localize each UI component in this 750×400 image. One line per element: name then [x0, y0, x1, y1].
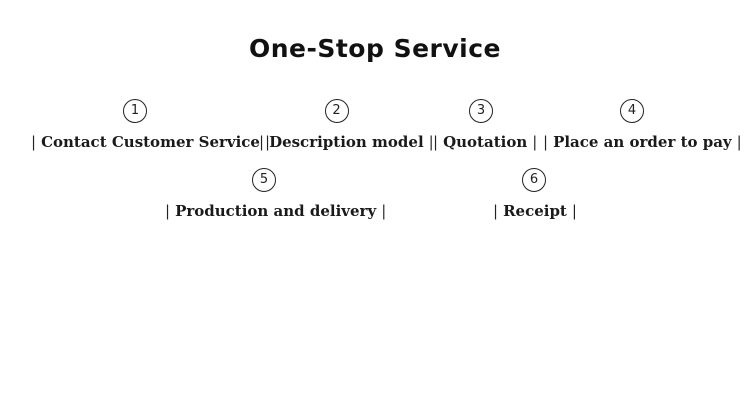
- separator: |: [736, 133, 742, 151]
- step-label-text: Production and delivery: [175, 202, 377, 220]
- step-number-badge: 5: [252, 168, 276, 192]
- step-place-order-to-pay[interactable]: 4 |Place an order to pay|: [538, 99, 742, 151]
- step-label: |Production and delivery|: [160, 202, 386, 220]
- step-label: |Description model|: [254, 133, 434, 151]
- separator: |: [493, 202, 499, 220]
- separator: |: [259, 133, 265, 151]
- step-label-text: Quotation: [443, 133, 528, 151]
- separator: |: [433, 133, 439, 151]
- step-label: |Receipt|: [488, 202, 580, 220]
- step-number-badge: 2: [324, 99, 349, 123]
- step-number-badge: 6: [522, 168, 546, 192]
- separator: |: [264, 133, 271, 151]
- step-contact-customer-service[interactable]: 1 |Contact Customer Service|: [26, 99, 270, 151]
- separator: |: [31, 133, 37, 151]
- step-receipt[interactable]: 6 |Receipt|: [488, 168, 580, 220]
- step-label: |Place an order to pay|: [538, 133, 742, 151]
- separator: |: [532, 133, 538, 151]
- step-quotation[interactable]: 3 |Quotation|: [428, 99, 537, 151]
- step-number-badge: 3: [469, 99, 493, 123]
- separator: |: [165, 202, 171, 220]
- step-number-badge: 1: [123, 99, 147, 123]
- step-label: |Quotation|: [428, 133, 537, 151]
- step-number-badge: 4: [620, 99, 644, 123]
- page-title: One-Stop Service: [248, 34, 502, 63]
- separator: |: [571, 202, 577, 220]
- step-label-text: Place an order to pay: [553, 133, 732, 151]
- step-label-text: Receipt: [503, 202, 567, 220]
- step-label-text: Contact Customer Service: [41, 133, 260, 151]
- step-description-model[interactable]: 2 |Description model|: [254, 99, 434, 151]
- separator: |: [381, 202, 387, 220]
- step-label: |Contact Customer Service|: [26, 133, 270, 151]
- separator: |: [428, 133, 434, 151]
- separator: |: [543, 133, 549, 151]
- step-label-text: Description model: [269, 133, 424, 151]
- step-production-and-delivery[interactable]: 5 |Production and delivery|: [160, 168, 386, 220]
